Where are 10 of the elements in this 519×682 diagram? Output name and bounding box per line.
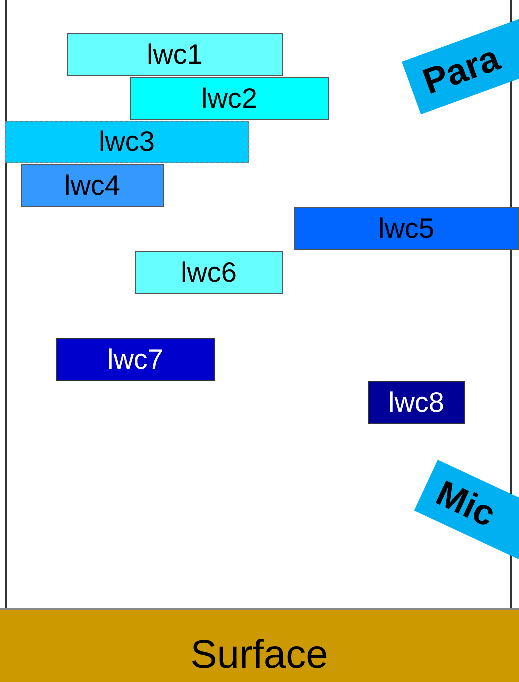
level-box: lwc2: [130, 77, 329, 120]
level-box: lwc5: [294, 207, 519, 250]
tilted-label-box: Mic: [414, 460, 519, 560]
level-box: lwc1: [67, 33, 283, 76]
level-box: lwc4: [21, 164, 164, 207]
level-box: lwc6: [135, 251, 283, 294]
level-box: lwc3: [5, 121, 249, 163]
surface-band: Surface: [0, 608, 519, 682]
level-box: lwc8: [368, 381, 465, 424]
level-box: lwc7: [56, 338, 215, 381]
